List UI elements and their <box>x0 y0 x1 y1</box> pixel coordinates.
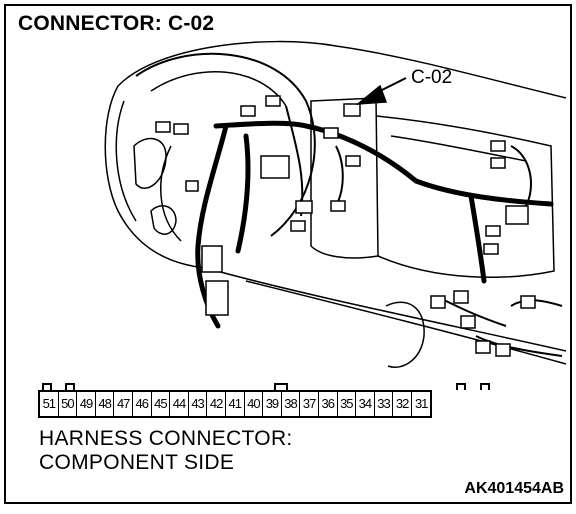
connector-pin: 43 <box>189 392 208 416</box>
connector-pin: 45 <box>152 392 171 416</box>
c02-callout-label: C-02 <box>411 67 453 88</box>
connector-blocks <box>155 95 536 357</box>
center-console <box>310 97 379 259</box>
connector-pin: 33 <box>375 392 394 416</box>
dashboard-illustration <box>104 40 567 368</box>
connector-pin: 47 <box>114 392 133 416</box>
connector-pin: 39 <box>263 392 282 416</box>
connector-tab <box>42 383 52 390</box>
connector-pin: 51 <box>40 392 59 416</box>
connector-pin: 37 <box>300 392 319 416</box>
caption-line-1: HARNESS CONNECTOR: <box>39 427 293 450</box>
c02-arrow <box>355 77 407 105</box>
connector-pin: 49 <box>77 392 96 416</box>
figure-id: AK401454AB <box>464 480 564 497</box>
connector-tab <box>274 383 288 390</box>
left-vent-lower <box>150 205 177 235</box>
connector-pin: 50 <box>59 392 78 416</box>
instrument-panel-outline <box>117 40 567 99</box>
connector-pin: 42 <box>207 392 226 416</box>
connector-pin: 46 <box>133 392 152 416</box>
caption-line-2: COMPONENT SIDE <box>39 451 235 474</box>
connector-pin: 44 <box>170 392 189 416</box>
connector-pin: 31 <box>414 396 428 411</box>
connector-pin: 32 <box>393 392 412 416</box>
connector-pin: 34 <box>356 392 375 416</box>
connector-pin: 41 <box>226 392 245 416</box>
connector-tab <box>65 383 75 390</box>
connector-tab <box>456 383 466 390</box>
connector-caption: HARNESS CONNECTOR: COMPONENT SIDE <box>39 427 293 475</box>
harness-main <box>213 120 554 207</box>
connector-pin: 35 <box>338 392 357 416</box>
left-vent <box>133 137 167 189</box>
page-title: CONNECTOR: C-02 <box>18 12 215 35</box>
connector-pin: 48 <box>96 392 115 416</box>
connector-pin: 40 <box>245 392 264 416</box>
connector-pin: 36 <box>319 392 338 416</box>
connector-pin: 38 <box>282 392 301 416</box>
connector-tab <box>480 383 490 390</box>
right-panel <box>375 115 555 278</box>
